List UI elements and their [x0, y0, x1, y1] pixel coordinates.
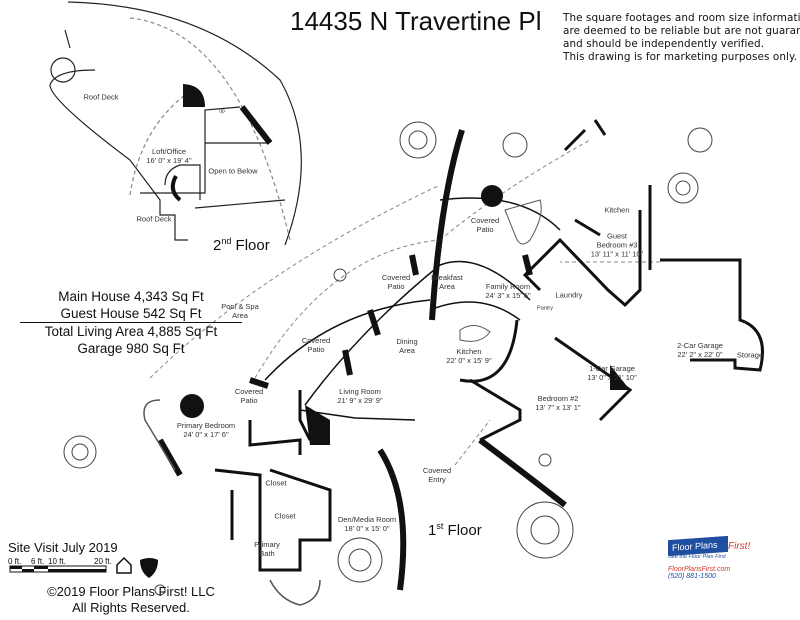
garage-sqft: Garage 980 Sq Ft [77, 341, 185, 356]
roof-deck-outline [49, 29, 188, 241]
scale-tick: 6 ft. [31, 557, 45, 566]
room-guest-kitchen: Kitchen [604, 205, 630, 215]
scale-bar [9, 565, 107, 573]
tree [337, 537, 383, 583]
tree [502, 132, 528, 158]
stair-up-label: up [219, 108, 225, 115]
copyright-line: All Rights Reserved. [72, 600, 190, 615]
floor-plans-first-logo: Floor Plans First! See the Floor Plan Fir… [668, 535, 758, 580]
fireplace [180, 394, 204, 418]
page-title: 14435 N Travertine Pl [290, 6, 542, 36]
disclaimer-line: are deemed to be reliable but are not gu… [563, 25, 800, 37]
tree [154, 584, 166, 596]
disclaimer-line: and should be independently verified. [563, 38, 765, 50]
logo-tagline: See the Floor Plan First [668, 554, 726, 560]
tree [667, 172, 699, 204]
equal-housing-icon [116, 556, 132, 574]
scale-tick: 10 ft. [48, 557, 66, 566]
total-living-sqft: Total Living Area 4,885 Sq Ft [20, 322, 242, 340]
copyright: ©2019 Floor Plans First! LLC All Rights … [0, 584, 262, 616]
logo-website-link[interactable]: FloorPlansFirst.com [668, 566, 731, 573]
stair-block [183, 84, 205, 107]
tree [399, 121, 437, 159]
square-footage-summary: Main House 4,343 Sq Ft Guest House 542 S… [20, 288, 242, 357]
realtor-icon [140, 558, 158, 578]
room-pantry: Pantry [537, 305, 553, 312]
disclaimer-line: The square footages and room size inform… [563, 12, 800, 24]
logo-accent: First! [728, 541, 751, 552]
room-closet: Closet [265, 478, 287, 488]
room-laundry: Laundry [555, 290, 583, 300]
copyright-line: ©2019 Floor Plans First! LLC [47, 584, 215, 599]
tree [538, 453, 552, 467]
site-visit-date: Site Visit July 2019 [8, 540, 118, 555]
first-floor-label: 1st Floor [428, 521, 482, 539]
tree [516, 501, 574, 559]
disclaimer-line: This drawing is for marketing purposes o… [563, 51, 798, 63]
spiral-column [50, 57, 76, 83]
room-roof-deck: Roof Deck [83, 92, 119, 102]
room-closet: Closet [274, 511, 296, 521]
guest-house-sqft: Guest House 542 Sq Ft [60, 306, 202, 321]
room-storage: Storage [736, 350, 764, 360]
tree [687, 127, 713, 153]
main-house-sqft: Main House 4,343 Sq Ft [58, 289, 204, 304]
room-open-below: Open to Below [208, 166, 258, 176]
logo-brand: Floor Plans [672, 539, 718, 553]
disclaimer: The square footages and room size inform… [563, 12, 800, 64]
tree [333, 268, 347, 282]
tree [63, 435, 97, 469]
scale-tick: 20 ft. [94, 557, 112, 566]
second-floor-label: 2nd Floor [213, 236, 270, 254]
fire-pit [481, 185, 503, 207]
scale-tick: 0 ft. [8, 557, 22, 566]
room-roof-deck-2: Roof Deck [136, 214, 172, 224]
logo-phone: (520) 881-1500 [668, 573, 716, 580]
